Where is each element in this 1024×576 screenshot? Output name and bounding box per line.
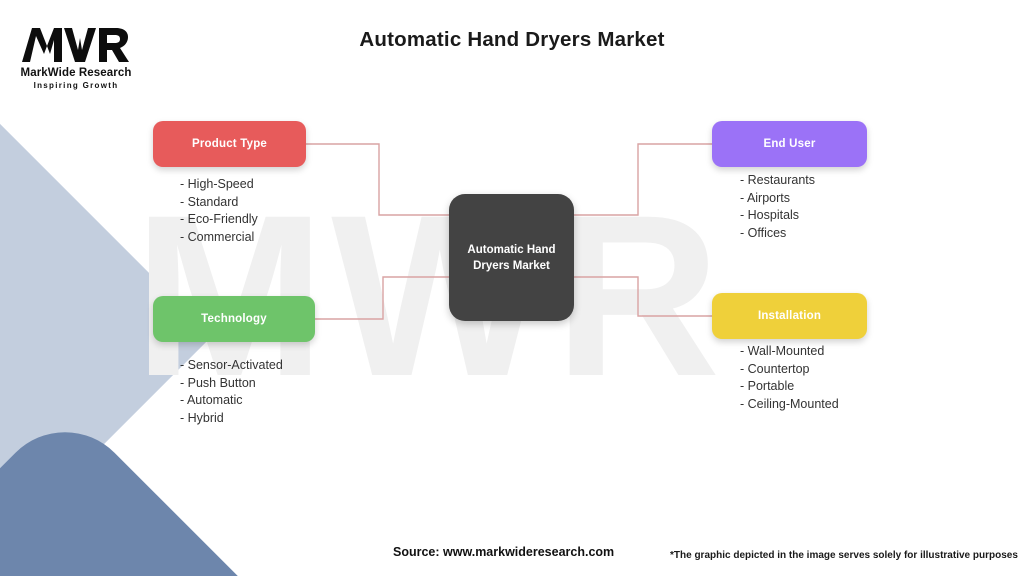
- list-item: - Standard: [180, 194, 239, 209]
- branch-items-end-user: - Restaurants - Airports - Hospitals - O…: [740, 172, 815, 242]
- branch-label-product-type: Product Type: [191, 138, 268, 150]
- list-item: - Sensor-Activated: [180, 358, 283, 372]
- logo-company-name: MarkWide Research: [20, 67, 132, 79]
- list-item: - Commercial: [180, 229, 255, 244]
- mwr-logo-icon: [16, 24, 136, 66]
- list-item: - Portable: [740, 379, 795, 393]
- center-node-label-line1: Automatic Hand: [467, 243, 556, 256]
- branch-node-installation[interactable]: Installation: [712, 293, 867, 339]
- branch-items-installation: - Wall-Mounted - Countertop - Portable -…: [740, 343, 839, 413]
- branch-label-technology: Technology: [201, 313, 267, 325]
- list-item: - Offices: [740, 225, 787, 240]
- branch-node-end-user[interactable]: End User: [712, 121, 867, 167]
- brand-logo: MarkWide Research Inspiring Growth: [16, 24, 136, 90]
- center-node-label: Automatic Hand Dryers Market: [459, 242, 563, 274]
- list-item: - Push Button: [180, 375, 256, 390]
- list-item: - Automatic: [180, 393, 243, 407]
- list-item: - High-Speed: [180, 177, 254, 191]
- footer-disclaimer: *The graphic depicted in the image serve…: [670, 550, 1018, 561]
- branch-node-technology[interactable]: Technology: [153, 296, 315, 342]
- logo-tagline: Inspiring Growth: [33, 81, 119, 90]
- branch-items-product-type: - High-Speed - Standard - Eco-Friendly -…: [180, 176, 258, 246]
- list-item: - Restaurants: [740, 173, 816, 187]
- center-node[interactable]: Automatic Hand Dryers Market: [449, 194, 574, 321]
- list-item: - Ceiling-Mounted: [740, 396, 839, 411]
- center-node-label-line2: Dryers Market: [473, 259, 550, 272]
- branch-label-end-user: End User: [763, 138, 816, 150]
- page-title: Automatic Hand Dryers Market: [359, 28, 665, 51]
- branch-items-technology: - Sensor-Activated - Push Button - Autom…: [180, 357, 283, 427]
- branch-label-installation: Installation: [757, 310, 822, 322]
- footer-source: Source: www.markwideresearch.com: [393, 545, 615, 559]
- list-item: - Countertop: [740, 361, 810, 376]
- list-item: - Hybrid: [180, 410, 224, 425]
- list-item: - Airports: [740, 190, 791, 205]
- branch-node-product-type[interactable]: Product Type: [153, 121, 306, 167]
- list-item: - Eco-Friendly: [180, 212, 258, 226]
- list-item: - Wall-Mounted: [740, 344, 825, 358]
- list-item: - Hospitals: [740, 208, 800, 222]
